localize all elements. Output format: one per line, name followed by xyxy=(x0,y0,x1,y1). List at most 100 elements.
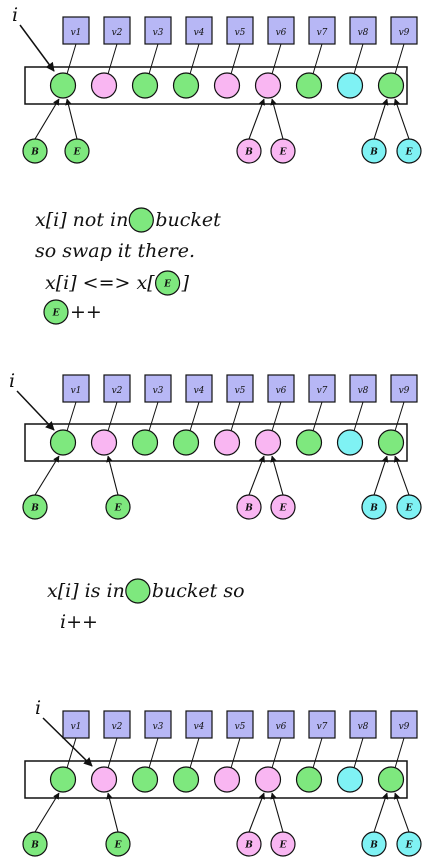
connector-line xyxy=(189,737,200,769)
marker-arrow xyxy=(34,455,60,496)
value-box: v9 xyxy=(390,374,418,403)
bucket-marker: E xyxy=(64,98,90,164)
connector-line xyxy=(230,737,241,769)
marker-label: E xyxy=(73,148,81,158)
value-box: v5 xyxy=(226,374,254,403)
marker-label: E xyxy=(279,504,287,514)
connector-line xyxy=(107,737,118,769)
marker-arrow xyxy=(393,98,410,140)
marker-label: B xyxy=(30,841,39,851)
index-arrow xyxy=(19,24,55,72)
marker-label: E xyxy=(114,841,122,851)
marker-circle xyxy=(105,494,131,520)
value-box: v8 xyxy=(349,710,377,739)
index-label: i xyxy=(9,370,15,392)
note-text: bucket so xyxy=(152,580,245,602)
marker-circle xyxy=(361,831,387,857)
note-text: x[i] not in xyxy=(35,209,128,231)
inline-bucket-circle xyxy=(154,270,181,296)
connector-line xyxy=(148,43,159,75)
marker-arrow xyxy=(373,455,389,496)
marker-label: B xyxy=(30,148,39,158)
note-line: x[i] not in bucket xyxy=(35,207,221,233)
marker-arrow xyxy=(248,98,266,140)
marker-label: B xyxy=(244,504,253,514)
connector-line xyxy=(66,737,77,769)
element-circle xyxy=(131,72,159,99)
value-label: v9 xyxy=(399,28,410,38)
value-box: v7 xyxy=(308,710,336,739)
index-pointer: i xyxy=(12,4,55,72)
bucket-marker: B xyxy=(236,455,265,520)
inline-bucket-circle xyxy=(125,578,151,604)
marker-arrow xyxy=(393,792,410,833)
connector-line xyxy=(230,401,241,432)
element-circle xyxy=(131,766,159,793)
marker-circle xyxy=(22,138,48,164)
connector-line xyxy=(148,401,159,432)
array-container xyxy=(24,760,408,799)
value-box: v7 xyxy=(308,16,336,45)
marker-arrow xyxy=(106,792,119,833)
note-1: x[i] not in bucket so swap it there. x[i] … xyxy=(35,207,221,325)
note-text: bucket xyxy=(155,209,221,231)
marker-arrow xyxy=(270,455,284,496)
marker-label: E xyxy=(279,841,287,851)
element-circle xyxy=(213,429,241,456)
value-label: v1 xyxy=(71,386,82,396)
value-box: v2 xyxy=(103,374,131,403)
value-label: v1 xyxy=(71,722,82,732)
marker-circle xyxy=(105,831,131,857)
element-circle xyxy=(49,429,77,456)
element-circle xyxy=(295,429,323,456)
inline-bucket-label: E xyxy=(52,309,60,319)
value-box: v3 xyxy=(144,16,172,45)
marker-circle xyxy=(361,138,387,164)
connector-line xyxy=(312,401,323,432)
connector-line xyxy=(353,737,364,769)
connector-line xyxy=(394,401,405,432)
element-circle xyxy=(377,766,405,793)
value-label: v9 xyxy=(399,722,410,732)
connector-line xyxy=(394,43,405,75)
bucket-marker: B xyxy=(22,98,60,164)
value-box: v6 xyxy=(267,710,295,739)
marker-arrow xyxy=(373,98,389,140)
marker-label: B xyxy=(244,841,253,851)
value-box: v9 xyxy=(390,16,418,45)
value-label: v6 xyxy=(276,722,287,732)
value-box: v2 xyxy=(103,16,131,45)
bucket-marker: B xyxy=(361,98,389,164)
bucket-marker: E xyxy=(105,792,131,857)
value-label: v2 xyxy=(112,386,123,396)
element-circle xyxy=(90,766,118,793)
note-text: ++ xyxy=(70,301,102,323)
bucket-marker: E xyxy=(270,455,296,520)
value-label: v5 xyxy=(235,722,246,732)
element-circle xyxy=(336,766,364,793)
connector-line xyxy=(353,43,364,75)
marker-label: B xyxy=(30,504,39,514)
marker-arrow xyxy=(34,98,60,140)
note-text: so swap it there. xyxy=(35,240,195,262)
connector-line xyxy=(107,401,118,432)
note-text: x[i] is in xyxy=(47,580,125,602)
marker-arrow xyxy=(34,792,60,833)
note-2: x[i] is in bucket soi++ xyxy=(47,578,245,633)
element-circle xyxy=(377,429,405,456)
value-label: v8 xyxy=(358,722,369,732)
connector-line xyxy=(148,737,159,769)
element-circle xyxy=(49,72,77,99)
connector-line xyxy=(271,737,282,769)
marker-arrow xyxy=(270,98,284,140)
value-box: v3 xyxy=(144,710,172,739)
element-circle xyxy=(131,429,159,456)
connector-line xyxy=(312,43,323,75)
array-container xyxy=(24,423,408,462)
marker-arrow xyxy=(65,98,78,140)
value-box: v5 xyxy=(226,16,254,45)
value-label: v7 xyxy=(317,722,328,732)
notes-layer: x[i] not in bucket so swap it there. x[i] … xyxy=(35,207,245,633)
